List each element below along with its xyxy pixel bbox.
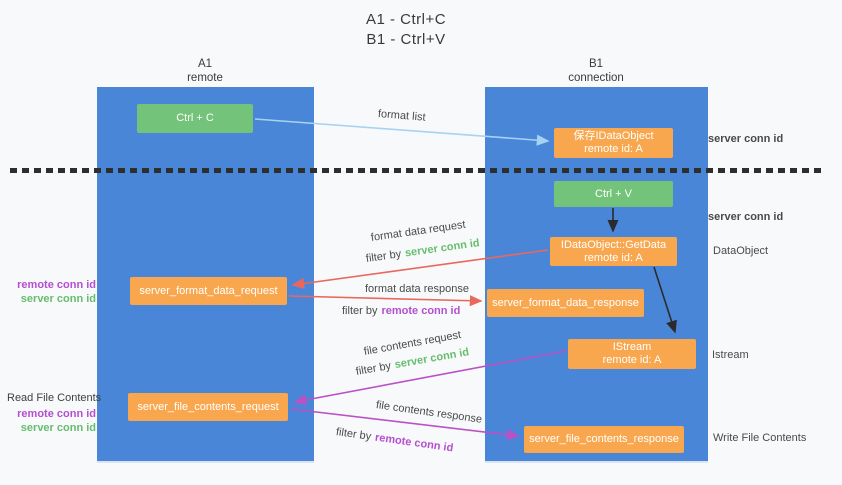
side-label-istream: Istream <box>712 349 749 361</box>
node-server-file-contents-request: server_file_contents_request <box>128 393 288 421</box>
side-label-server-conn-id-left-top: server conn id <box>20 293 96 305</box>
node-save-idataobject-line2: remote id: A <box>584 143 643 155</box>
remote-conn-id-text: remote conn id <box>374 431 454 455</box>
node-file-response-label: server_file_contents_response <box>529 433 679 445</box>
side-label-server-conn-id-left-bottom: server conn id <box>20 422 96 434</box>
node-ctrl-v-label: Ctrl + V <box>595 187 632 200</box>
server-conn-id-text: server conn id <box>404 237 481 260</box>
lane-b1-role: connection <box>568 72 624 84</box>
title-line-2: B1 - Ctrl+V <box>366 31 446 48</box>
side-label-dataobject: DataObject <box>713 245 769 257</box>
left-conn-id-pair-bottom: remote conn id server conn id <box>14 407 96 435</box>
filter-by-text: filter by <box>354 359 392 378</box>
side-label-server-conn-id-right-mid: server conn id <box>708 211 784 223</box>
node-server-format-data-response: server_format_data_response <box>487 289 644 317</box>
node-save-idataobject-line1: 保存IDataObject <box>573 130 654 142</box>
side-label-write-file-contents: Write File Contents <box>713 432 807 444</box>
title-line-1: A1 - Ctrl+C <box>365 11 447 28</box>
node-istream-line1: IStream <box>612 341 652 353</box>
node-server-format-data-request: server_format_data_request <box>130 277 287 305</box>
side-label-read-file-contents: Read File Contents <box>7 392 102 404</box>
remote-conn-id-text: remote conn id <box>381 305 461 317</box>
node-ctrl-c-label: Ctrl + C <box>176 112 214 124</box>
node-format-response-label: server_format_data_response <box>492 296 639 309</box>
side-label-remote-conn-id-left-bottom: remote conn id <box>17 408 96 420</box>
arrow-format-data-response <box>288 295 483 307</box>
filter-by-text: filter by <box>342 305 378 317</box>
node-istream-line2: remote id: A <box>602 354 662 366</box>
lane-b1-name: B1 <box>588 58 604 70</box>
left-conn-id-pair-top: remote conn id server conn id <box>14 278 96 306</box>
node-ctrl-v: Ctrl + V <box>554 181 673 207</box>
lane-header-b1: B1 connection <box>546 57 646 85</box>
node-idataobject-getdata: IDataObject::GetData remote id: A <box>550 237 677 266</box>
diagram-title: A1 - Ctrl+C B1 - Ctrl+V <box>0 10 812 50</box>
node-ctrl-c: Ctrl + C <box>137 104 253 133</box>
lane-a1-role: remote <box>187 72 223 84</box>
node-save-idataobject: 保存IDataObject remote id: A <box>554 128 673 158</box>
node-server-file-contents-response: server_file_contents_response <box>524 426 684 453</box>
edge-label-format-list: format list <box>377 108 427 124</box>
side-label-remote-conn-id-left-top: remote conn id <box>17 279 96 291</box>
lane-header-a1: A1 remote <box>155 57 255 85</box>
phase-separator-dotted-line <box>10 168 822 173</box>
node-getdata-line2: remote id: A <box>584 251 643 264</box>
node-istream: IStream remote id: A <box>568 339 696 369</box>
filter-by-text: filter by <box>335 426 372 443</box>
side-label-server-conn-id-right-top: server conn id <box>708 133 784 145</box>
edge-label-format-data-response: format data response <box>365 283 469 295</box>
lane-a1-name: A1 <box>197 58 213 70</box>
filter-by-text: filter by <box>365 248 402 265</box>
edge-label-file-contents-response: file contents response <box>375 399 483 426</box>
node-format-request-label: server_format_data_request <box>139 284 278 297</box>
node-getdata-line1: IDataObject::GetData <box>560 238 667 251</box>
node-file-request-label: server_file_contents_request <box>137 400 279 413</box>
